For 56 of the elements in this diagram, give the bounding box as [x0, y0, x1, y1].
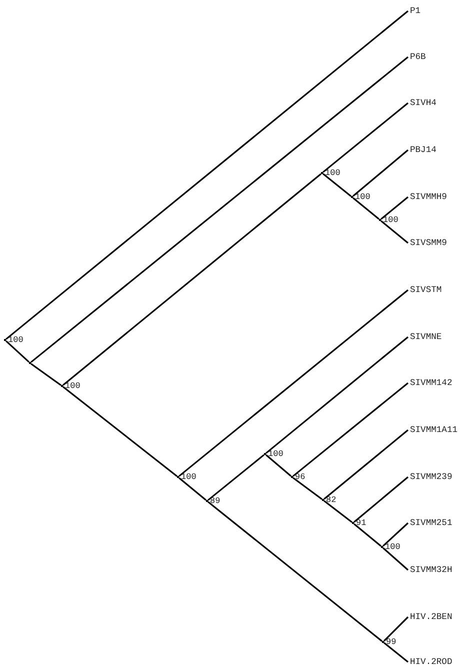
bootstrap-value: 82 [326, 495, 336, 505]
bootstrap-value: 96 [295, 472, 306, 482]
tree-branch [380, 196, 408, 220]
taxon-label: PBJ14 [408, 145, 436, 155]
taxon-label: SIVMM239 [408, 472, 452, 482]
tree-branch [178, 477, 206, 501]
tree-branch [5, 340, 30, 363]
taxon-label: SIVH4 [408, 98, 436, 108]
tree-branch [292, 382, 408, 477]
tree-branch [6, 10, 408, 340]
bootstrap-value: 99 [386, 637, 396, 647]
tree-branch [62, 386, 178, 477]
bootstrap-value: 100 [8, 335, 24, 345]
tree-branch [208, 454, 264, 501]
tree-branch [324, 429, 408, 500]
tree-branch [324, 500, 352, 523]
taxon-label: SIVMMH9 [408, 192, 447, 202]
tree-branch [208, 501, 382, 642]
tree-branch [292, 477, 322, 500]
taxon-label: SIVMNE [408, 332, 442, 342]
tree-branch [384, 642, 408, 663]
tree-branch [352, 197, 380, 220]
tree-branch [382, 547, 409, 571]
taxon-label: SIVMM1A11 [408, 425, 458, 435]
taxon-label: P6B [408, 52, 426, 62]
tree-branch [62, 173, 322, 386]
tree-branch [322, 102, 408, 173]
tree-branch [30, 363, 62, 386]
tree-branch [178, 289, 408, 477]
bootstrap-value: 100 [268, 449, 284, 459]
tree-branch [265, 454, 292, 477]
bootstrap-value: 100 [65, 381, 80, 391]
bootstrap-value: 100 [325, 168, 340, 178]
tree-branch [354, 523, 382, 547]
bootstrap-value: 100 [385, 542, 400, 552]
tree-branch [382, 522, 409, 547]
taxon-label: SIVMM32H [408, 565, 452, 575]
taxon-label: HIV.2ROD [408, 657, 452, 667]
bootstrap-value: 89 [210, 496, 220, 506]
tree-branch [322, 173, 352, 197]
bootstrap-value: 100 [181, 472, 196, 482]
bootstrap-value: 100 [355, 192, 370, 202]
taxon-label: P1 [408, 6, 421, 16]
tree-branch [30, 56, 408, 363]
taxon-label: SIVMM251 [408, 518, 452, 528]
tree-branch [380, 220, 408, 244]
tree-branch [383, 616, 409, 642]
taxon-label: SIVMM142 [408, 378, 452, 388]
bootstrap-value: 100 [383, 215, 398, 225]
tree-branch [266, 336, 408, 454]
taxon-label: HIV.2BEN [408, 612, 452, 622]
tree-branch [353, 476, 409, 523]
taxon-label: SIVSMM9 [408, 238, 447, 248]
tree-branch [352, 149, 409, 197]
taxon-label: SIVSTM [408, 285, 442, 295]
bootstrap-value: 91 [356, 518, 366, 528]
